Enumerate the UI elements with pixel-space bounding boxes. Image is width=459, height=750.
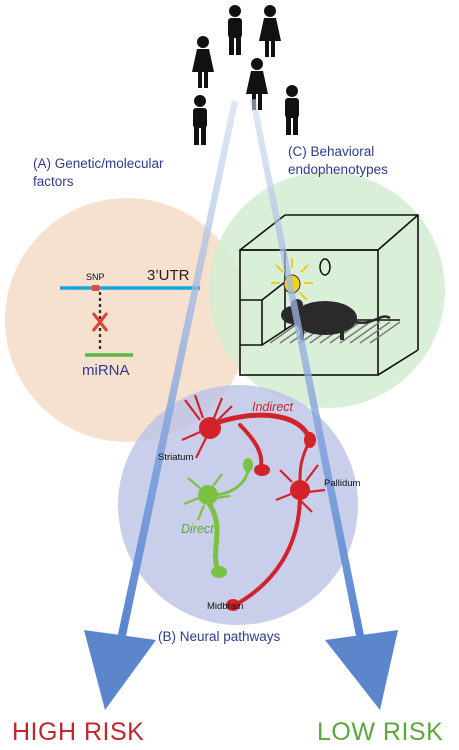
behavioral-circle: [209, 172, 445, 408]
person-icon: [259, 5, 281, 57]
genetic-factors-label-line1: (A) Genetic/molecular: [33, 156, 164, 171]
direct-label: Direct: [181, 522, 214, 536]
pallidum-label: Pallidum: [324, 478, 361, 489]
mirna-label: miRNA: [82, 362, 130, 379]
person-icon: [228, 5, 242, 55]
person-icon: [285, 85, 299, 135]
neuron-icon-pallidum: [226, 464, 326, 611]
snp-marker: [92, 285, 99, 291]
neural-pathways-label: (B) Neural pathways: [158, 629, 281, 644]
neural-pathways-circle: [118, 385, 358, 625]
floor-grid-bars: [269, 321, 401, 344]
behavioral-label-line1: (C) Behavioral: [288, 144, 375, 159]
utr-label: 3’UTR: [147, 267, 190, 284]
midbrain-label: Midbrain: [207, 601, 244, 612]
neuron-icon-striatum-direct: [183, 458, 253, 578]
person-icon: [192, 36, 214, 88]
genetic-factors-circle: [5, 198, 249, 442]
utr-diagram: [60, 285, 200, 357]
cross-icon: [91, 312, 109, 332]
striatum-label: Striatum: [158, 452, 194, 463]
nose-poke-hole: [319, 258, 331, 276]
population-group: [192, 5, 299, 145]
person-icon: [193, 95, 207, 145]
high-risk-label: HIGH RISK: [12, 718, 145, 746]
neuron-icon-striatum-indirect: [181, 394, 316, 476]
genetic-factors-label-line2: factors: [33, 174, 74, 189]
low-risk-label: LOW RISK: [317, 718, 444, 746]
indirect-label: Indirect: [252, 400, 293, 414]
person-icon: [246, 58, 268, 110]
behavioral-label-line2: endophenotypes: [288, 162, 388, 177]
high-risk-arrow: [84, 100, 238, 710]
low-risk-arrow: [250, 99, 398, 710]
snp-label: SNP: [86, 272, 105, 282]
